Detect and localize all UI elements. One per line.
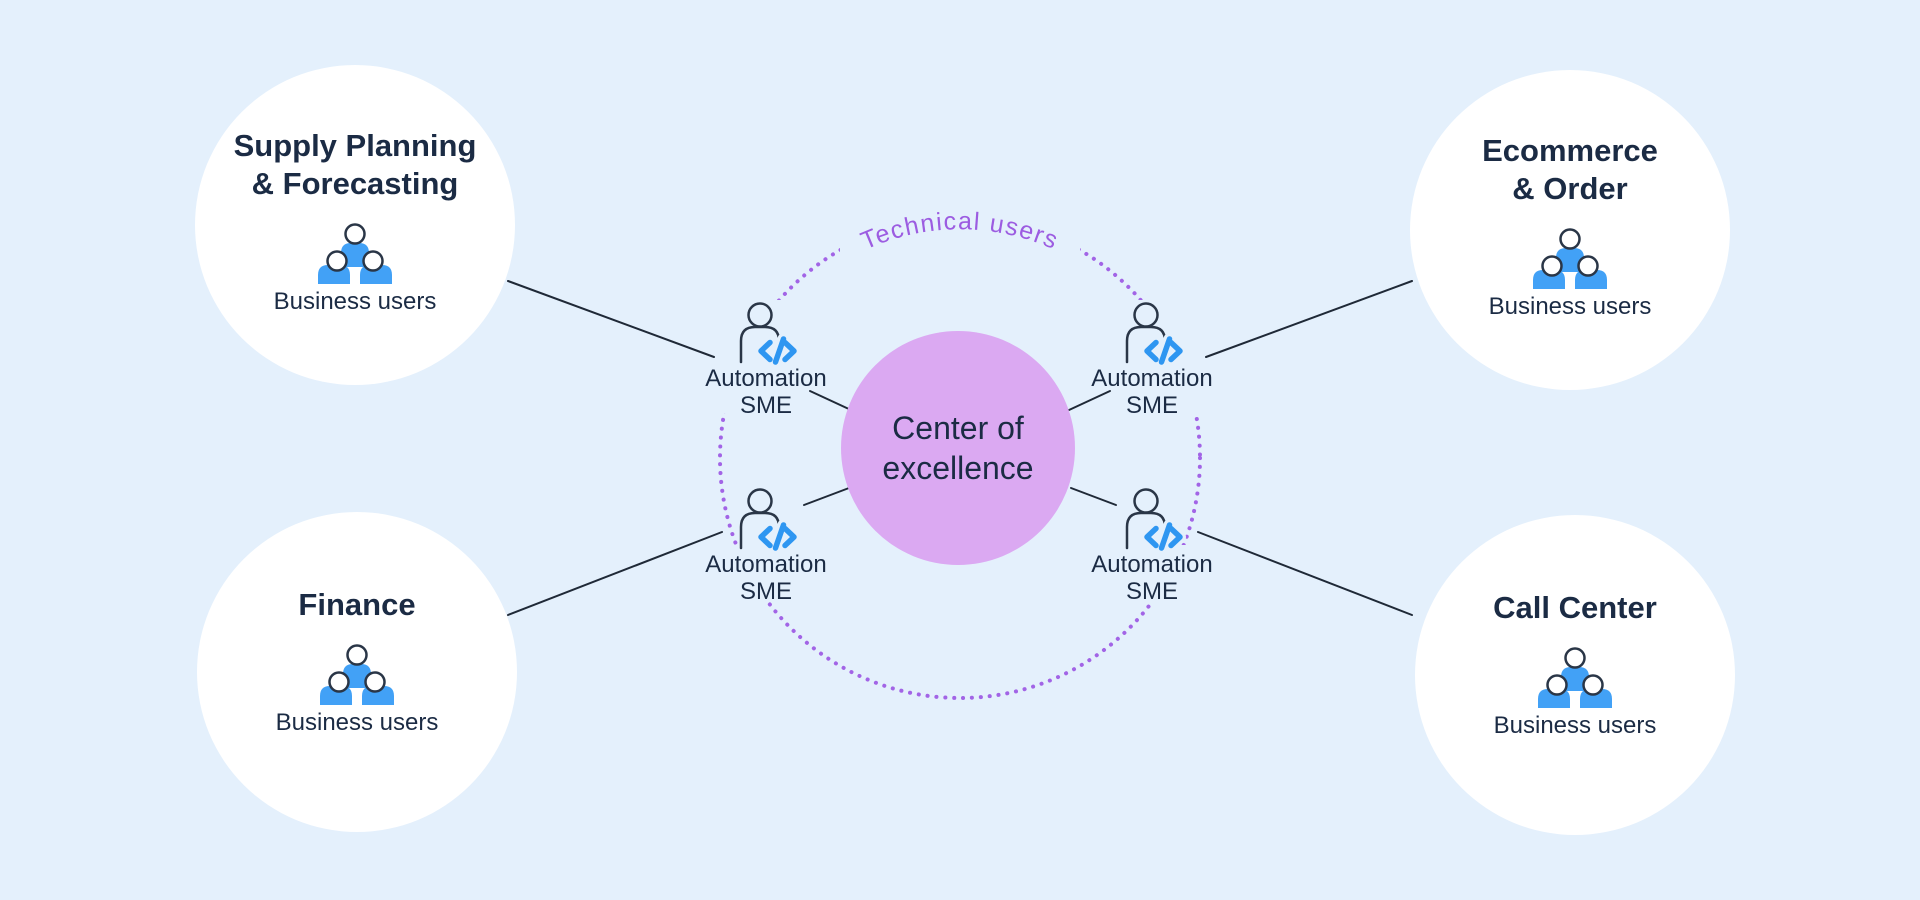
- department-title: Supply Planning & Forecasting: [234, 127, 477, 203]
- connector-callcenter-to-sme: [1197, 531, 1413, 616]
- connector-sme-tr-to-center: [1068, 390, 1111, 411]
- sme-label: Automation SME: [1091, 365, 1212, 419]
- department-circle-finance: Finance Business users: [197, 512, 517, 832]
- code-icon: [758, 336, 797, 365]
- connector-sme-bl-to-center: [803, 487, 850, 506]
- connector-ecommerce-to-sme: [1205, 280, 1413, 358]
- business-users-label: Business users: [275, 709, 439, 736]
- sme-node-top-left: Automation SME: [686, 301, 846, 419]
- connector-supply-to-sme: [507, 280, 715, 358]
- business-users-icon: [1538, 647, 1612, 708]
- business-users-label: Business users: [1488, 293, 1652, 320]
- sme-label: Automation SME: [705, 365, 826, 419]
- business-users-label: Business users: [1493, 712, 1657, 739]
- center-of-excellence-label: Center of excellence: [882, 408, 1033, 488]
- sme-label-line: SME: [1125, 578, 1178, 605]
- sme-label: Automation SME: [705, 551, 826, 605]
- business-users-icon: [320, 644, 394, 705]
- department-title-line: & Order: [1512, 171, 1628, 206]
- center-of-excellence-circle: Center of excellence: [841, 331, 1075, 565]
- sme-node-top-right: Automation SME: [1072, 301, 1232, 419]
- department-title: Finance: [298, 586, 415, 624]
- coe-label-line: excellence: [882, 450, 1034, 486]
- business-users-icon: [318, 223, 392, 284]
- sme-node-bottom-left: Automation SME: [686, 487, 846, 605]
- department-title-line: Ecommerce: [1482, 133, 1658, 168]
- automation-sme-icon: [739, 488, 800, 553]
- sme-label-line: Automation: [1091, 551, 1213, 578]
- code-icon: [1144, 522, 1183, 551]
- sme-node-bottom-right: Automation SME: [1072, 487, 1232, 605]
- sme-label-line: SME: [739, 392, 792, 419]
- department-circle-supply-planning: Supply Planning & Forecasting Business u…: [195, 65, 515, 385]
- sme-label-line: Automation: [1091, 365, 1213, 392]
- connector-sme-br-to-center: [1070, 487, 1117, 506]
- code-icon: [758, 522, 797, 551]
- sme-label-line: SME: [1125, 392, 1178, 419]
- sme-label-line: Automation: [705, 551, 827, 578]
- business-users-label: Business users: [273, 288, 437, 315]
- code-icon: [1144, 336, 1183, 365]
- sme-label: Automation SME: [1091, 551, 1212, 605]
- business-users-icon: [1533, 228, 1607, 289]
- connector-finance-to-sme: [507, 531, 723, 616]
- department-title-line: Supply Planning: [233, 128, 477, 163]
- department-title: Call Center: [1493, 589, 1657, 627]
- connector-sme-tl-to-center: [809, 390, 852, 411]
- coe-label-line: Center of: [892, 410, 1024, 446]
- department-title-line: Call Center: [1493, 590, 1657, 625]
- automation-sme-icon: [739, 302, 800, 367]
- department-circle-ecommerce-order: Ecommerce & Order Business users: [1410, 70, 1730, 390]
- connector-lines: [507, 280, 1413, 616]
- automation-sme-icon: [1125, 302, 1186, 367]
- department-title-line: Finance: [298, 587, 416, 622]
- department-circle-call-center: Call Center Business users: [1415, 515, 1735, 835]
- sme-label-line: SME: [739, 578, 792, 605]
- department-title: Ecommerce & Order: [1482, 132, 1658, 208]
- sme-label-line: Automation: [705, 365, 827, 392]
- department-title-line: & Forecasting: [251, 166, 459, 201]
- automation-sme-icon: [1125, 488, 1186, 553]
